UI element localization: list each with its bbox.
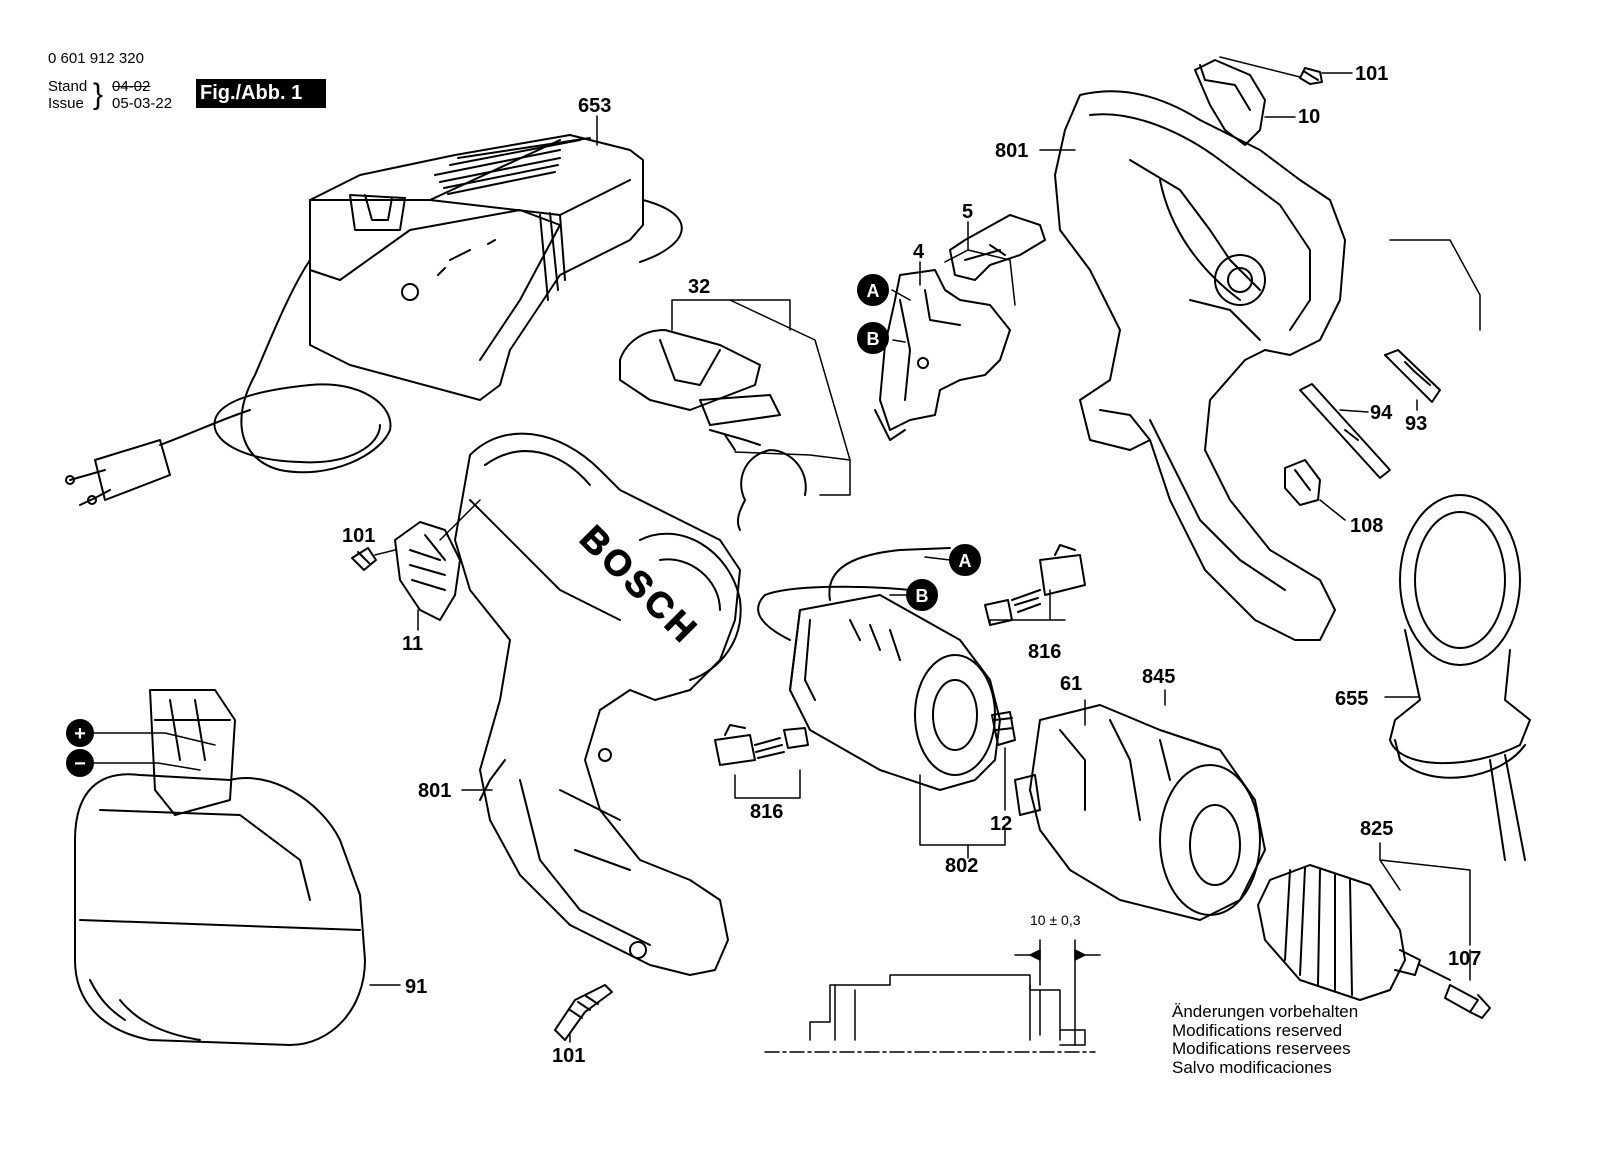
callout-108: 108 <box>1350 515 1383 537</box>
callout-11: 11 <box>402 633 423 655</box>
battery-pack <box>74 689 366 1046</box>
svg-text:B: B <box>916 586 929 606</box>
housing-right-half <box>1054 90 1346 641</box>
screw-bottom <box>554 984 613 1041</box>
figure-label: Fig./Abb. 1 <box>196 79 326 108</box>
marker-b-switch: B <box>857 322 889 354</box>
stand-value: 04-02 <box>112 78 151 95</box>
bits <box>1284 349 1441 506</box>
marker-plus: + <box>66 719 94 747</box>
callout-10: 10 <box>1298 106 1320 128</box>
callout-91: 91 <box>405 976 427 998</box>
callout-101-bottom: 101 <box>552 1045 585 1067</box>
callout-845: 845 <box>1142 666 1175 688</box>
housing-left-half <box>454 432 742 976</box>
modifications-notes: Änderungen vorbehalten Modifications res… <box>1172 1002 1359 1077</box>
issue-label: Issue <box>48 95 84 112</box>
stand-label: Stand <box>48 78 88 95</box>
dimension-detail <box>764 939 1101 1053</box>
callout-825: 825 <box>1360 818 1393 840</box>
callout-107: 107 <box>1448 948 1481 970</box>
note-line: Modifications reserved <box>1172 1020 1343 1040</box>
switch-assembly <box>874 214 1046 441</box>
marker-b-motor: B <box>906 579 938 611</box>
note-line: Änderungen vorbehalten <box>1172 1002 1359 1021</box>
note-line: Modifications reservees <box>1172 1039 1351 1058</box>
callout-labels: 101 10 801 653 5 4 32 94 93 108 101 11 8… <box>342 63 1481 1067</box>
callout-801-bottom: 801 <box>418 780 451 802</box>
charger <box>65 134 683 506</box>
leader-lines <box>91 56 1481 1043</box>
stand-issue-brace: } <box>93 78 104 111</box>
callout-816-top: 816 <box>1028 641 1061 663</box>
svg-text:+: + <box>74 723 86 745</box>
callout-655: 655 <box>1335 688 1368 710</box>
callout-653: 653 <box>578 95 611 117</box>
side-cap <box>1194 59 1323 146</box>
callout-101-left: 101 <box>342 525 375 547</box>
callout-61: 61 <box>1060 673 1082 695</box>
callout-801-top: 801 <box>995 140 1028 162</box>
side-cap-left <box>351 521 461 621</box>
callout-802: 802 <box>945 855 978 877</box>
svg-text:B: B <box>867 329 880 349</box>
part-number: 0 601 912 320 <box>48 50 144 67</box>
circle-markers: A B A B + − <box>66 274 981 777</box>
svg-text:−: − <box>74 753 86 775</box>
svg-text:A: A <box>867 281 880 301</box>
callout-12: 12 <box>990 813 1012 835</box>
dimension-label: 10 ± 0,3 <box>1030 912 1081 928</box>
callout-816-bottom: 816 <box>750 801 783 823</box>
callout-93: 93 <box>1405 413 1427 435</box>
issue-value: 05-03-22 <box>112 95 173 112</box>
marker-minus: − <box>66 749 94 777</box>
svg-text:A: A <box>959 551 972 571</box>
marker-a-switch: A <box>857 274 889 306</box>
note-line: Salvo modificaciones <box>1172 1057 1332 1077</box>
motor <box>757 547 1016 791</box>
callout-32: 32 <box>688 276 710 298</box>
drill-chuck <box>1257 864 1491 1019</box>
belt-clip-holder <box>1389 494 1531 861</box>
callout-94: 94 <box>1370 402 1393 424</box>
callout-101-top: 101 <box>1355 63 1388 85</box>
gearbox <box>1014 704 1266 921</box>
callout-5: 5 <box>962 201 973 223</box>
marker-a-motor: A <box>949 544 981 576</box>
cover-part <box>619 329 807 531</box>
callout-4: 4 <box>913 241 925 263</box>
